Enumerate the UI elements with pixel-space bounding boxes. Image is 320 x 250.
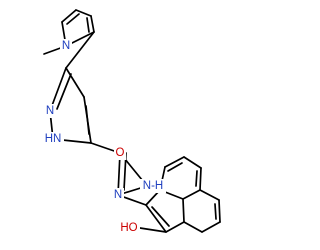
atom-bg-n-hydrazide [112,188,124,202]
pyrazole-double-bond-inner [85,105,90,135]
atom-bg-nh-pyrazole [42,132,64,146]
naphthalene-bond [182,189,201,200]
pyrrole-double-bond [66,13,80,25]
atom-bg-n-pyrazole [44,104,56,118]
pyrazole-double-bond [49,67,67,112]
atom-nh-pyrazole: HN [45,133,62,145]
atom-oh: HO [120,222,137,234]
atom-n-pyrrole: N [62,40,70,52]
atom-bg-oh [118,221,140,235]
hydroxyl-bond [139,227,167,233]
naphthalene-bond [182,198,185,223]
atom-label-layer: N N HN O N‑H N HO [42,39,166,235]
atom-bg-o-carbonyl [114,146,126,160]
naphthalene-bond [183,221,203,233]
naphthalene-bond [199,167,202,191]
naphthalene-bond [199,189,220,201]
atom-n-pyrazole: N [46,105,54,117]
pyrrole-bond [61,9,77,23]
pyrrole-bond [90,15,95,33]
naphthalene-double-bond [214,203,217,220]
atom-n-hydrazide: N [114,189,122,201]
atom-bg-n-pyrrole [60,39,72,53]
naphthalene-bond [164,156,185,168]
pyrazole-double-bond-inner [56,73,72,110]
atom-bg-nh-hydrazide [140,179,166,193]
naphthalene-bond [218,199,221,223]
atom-nh-hydrazide: N‑H [143,180,163,192]
pyrrole-bond [75,9,92,17]
ring-link-bond [65,31,95,69]
naphthalene-bond [201,221,221,233]
molecule-structure: N N HN O N‑H N HO [42,9,221,235]
pyrrole-double-bond [86,17,90,33]
naphthalene-double-bond [167,162,183,172]
naphthalene-double-bond [151,206,170,227]
naphthalene-double-bond [195,170,198,187]
naphthalene-bond [183,156,202,169]
atom-o-carbonyl: O [116,147,125,159]
pyrazole-bond [65,67,85,98]
naphthalene-bond [165,221,185,233]
naphthalene-bond [145,204,167,233]
